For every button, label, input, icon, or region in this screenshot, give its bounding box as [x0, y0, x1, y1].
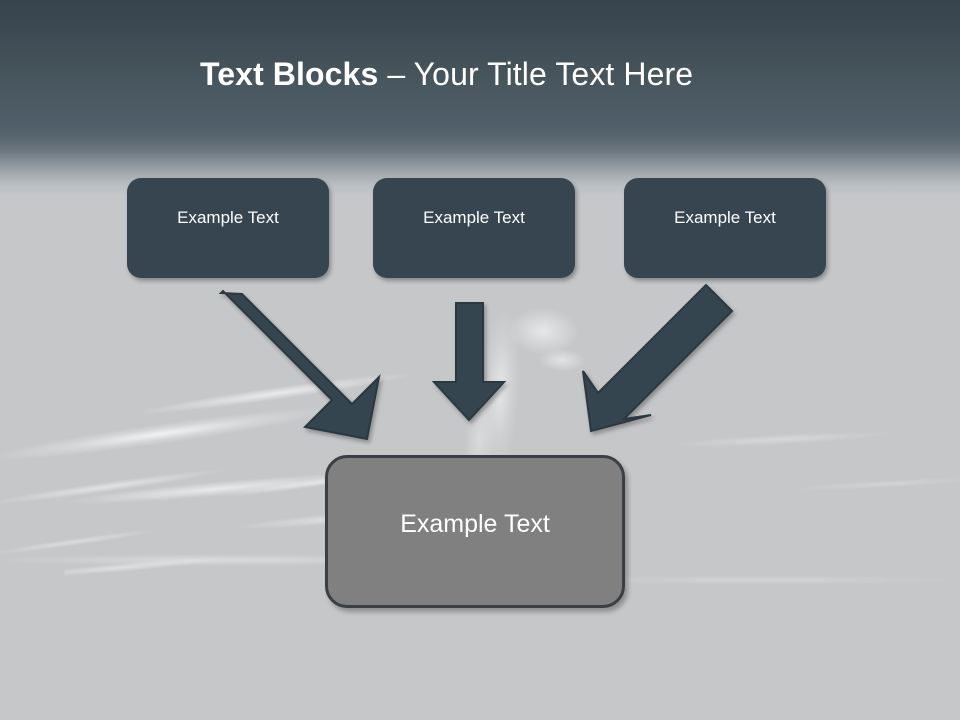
slide-title: Text Blocks – Your Title Text Here [200, 52, 693, 96]
text-block-2[interactable]: Example Text [373, 178, 575, 278]
slide-title-dash: – [378, 56, 414, 92]
text-block-3[interactable]: Example Text [624, 178, 826, 278]
text-block-1[interactable]: Example Text [127, 178, 329, 278]
summary-text-block-label: Example Text [400, 510, 550, 538]
text-block-2-label: Example Text [423, 208, 525, 227]
text-block-3-label: Example Text [674, 208, 776, 227]
text-block-1-label: Example Text [177, 208, 279, 227]
slide-title-light: Your Title Text Here [413, 56, 694, 92]
slide-title-strong: Text Blocks [200, 56, 379, 92]
summary-text-block[interactable]: Example Text [325, 455, 625, 608]
